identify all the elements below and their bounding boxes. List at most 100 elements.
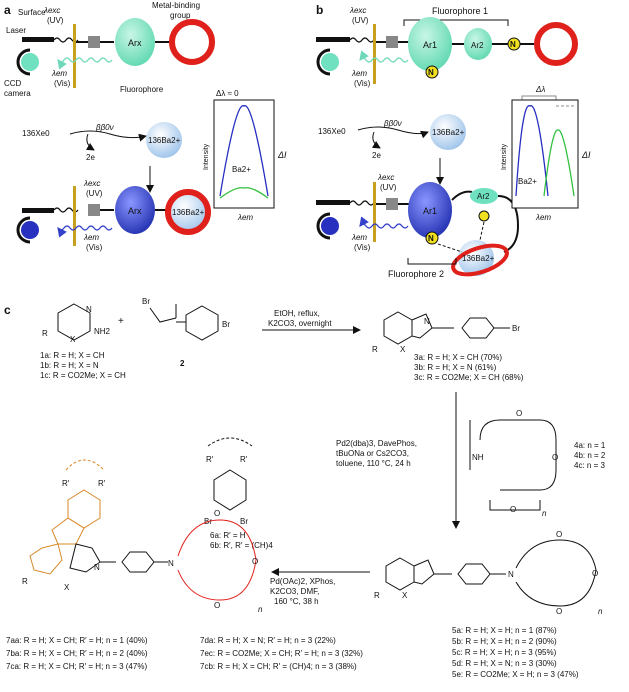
c5-n: N	[508, 570, 514, 579]
c5-n-sub: n	[598, 607, 603, 616]
p-7ec: 7ec: R = CO2Me; X = CH; R′ = H; n = 3 (3…	[200, 649, 363, 658]
uv-label: (UV)	[47, 16, 64, 25]
bound-ba-label: 136Ba2+	[172, 208, 205, 217]
c7-n1: N	[94, 563, 100, 572]
fluorophore-blue	[115, 186, 155, 234]
ar2-label-bottom: Ar2	[477, 192, 490, 201]
two-e-label: 2e	[86, 153, 95, 162]
c4-n: n	[542, 509, 547, 518]
surface-bar	[73, 24, 76, 88]
b-lambda-em: λem	[351, 69, 367, 78]
spectrum-a-delta-i: ΔI	[277, 150, 287, 160]
c7-n-sub: n	[258, 605, 263, 614]
ccd-bracket	[16, 48, 31, 76]
arx-label-top: Arx	[128, 38, 142, 48]
p-7cb: 7cb: R = H; X = CH; R′ = (CH)4; n = 3 (3…	[200, 662, 357, 671]
sm-1c: 1c: R = CO2Me; X = CH	[40, 371, 126, 380]
cond1-line2: K2CO3, overnight	[268, 319, 332, 328]
c4-o3: O	[510, 505, 516, 514]
p-3b: 3b: R = H; X = N (61%)	[414, 363, 497, 372]
c5-x: X	[402, 591, 408, 600]
c3-x: X	[400, 345, 406, 354]
decay-label: ββ0ν	[95, 123, 114, 132]
c6-rp1: R′	[206, 455, 214, 464]
vis-label: (Vis)	[54, 79, 71, 88]
spectrum-a-ba: Ba2+	[232, 165, 251, 174]
spectrum-b-green	[543, 129, 575, 197]
spectrum-b-lambda: λem	[535, 213, 551, 222]
p-5e: 5e: R = CO2Me; X = H; n = 3 (47%)	[452, 670, 579, 679]
ar1-teal	[408, 17, 452, 71]
cond3-line3: 160 °C, 38 h	[274, 597, 319, 606]
fluorophore-teal	[115, 18, 155, 66]
spectrum-b-delta-i: ΔI	[581, 150, 591, 160]
spectrum-a-blue	[219, 105, 269, 197]
c7-rp1: R′	[62, 479, 70, 488]
vis-label-2: (Vis)	[86, 243, 103, 252]
b-two-e: 2e	[372, 151, 381, 160]
b-lambda-exc-2: λexc	[377, 173, 394, 182]
p-3a: 3a: R = H; X = CH (70%)	[414, 353, 502, 362]
c1-nh2: NH2	[94, 327, 111, 336]
p-5d: 5d: R = H; X = N; n = 3 (30%)	[452, 659, 557, 668]
c3-n1: N	[424, 317, 430, 326]
metal-binding-label-2: group	[170, 11, 191, 20]
sm-6a: 6a: R′ = H	[210, 531, 246, 540]
anchor-block	[88, 36, 100, 48]
panel-c-label: c	[4, 303, 11, 317]
p-5a: 5a: R = H; X = H; n = 1 (87%)	[452, 626, 557, 635]
c7-n2: N	[168, 559, 174, 568]
reagent-2-label: 2	[180, 359, 185, 368]
b-bound-ba: 136Ba2+	[462, 254, 495, 263]
ccd-label-2: camera	[4, 89, 31, 98]
p-7ca: 7ca: R = H; X = CH; R′ = H; n = 3 (47%)	[6, 662, 147, 671]
p-7ba: 7ba: R = H; X = CH; R′ = H; n = 2 (40%)	[6, 649, 148, 658]
b-ba-label: 136Ba2+	[432, 128, 465, 137]
c5-o3: O	[556, 607, 562, 616]
metal-binding-ring	[169, 19, 215, 65]
spectrum-a-green	[219, 187, 269, 199]
n-label-3: N	[428, 234, 434, 243]
lambda-exc-label-2: λexc	[83, 179, 100, 188]
p-7da: 7da: R = H; X = N; R′ = H; n = 3 (22%)	[200, 636, 336, 645]
c5-o2: O	[592, 569, 598, 578]
panel-b: b Fluorophore 1 λexc (UV) Ar1 N Ar2 N λe…	[316, 3, 591, 279]
b-decay-label: ββ0ν	[383, 119, 402, 128]
spectrum-b-blue	[515, 105, 549, 197]
p-3c: 3c: R = CO2Me; X = CH (68%)	[414, 373, 524, 382]
b-xe-label: 136Xe0	[318, 127, 346, 136]
c6-rp2: R′	[240, 455, 248, 464]
c7-o2: O	[252, 557, 258, 566]
c5-r: R	[374, 591, 380, 600]
ar1-label-bottom: Ar1	[423, 206, 437, 216]
c3-br: Br	[512, 324, 520, 333]
ar2-label-top: Ar2	[471, 41, 484, 50]
crown-4c: 4c: n = 3	[574, 461, 605, 470]
p-7aa: 7aa: R = H; X = CH; R′ = H; n = 1 (40%)	[6, 636, 148, 645]
emission-wave	[57, 57, 113, 70]
b-uv: (UV)	[352, 16, 369, 25]
b-lambda-exc: λexc	[349, 6, 366, 15]
ba-label: 136Ba2+	[148, 136, 181, 145]
lambda-exc-label: λexc	[43, 6, 60, 15]
c1-x: X	[70, 335, 76, 344]
c7-r: R	[22, 577, 28, 586]
fluorophore-2-label: Fluorophore 2	[388, 269, 444, 279]
laser-label: Laser	[6, 26, 26, 35]
bound-ba-ring	[165, 189, 211, 235]
lambda-em-label-2: λem	[83, 233, 99, 242]
n-label-1: N	[428, 68, 434, 77]
crown-4b: 4b: n = 2	[574, 451, 606, 460]
c2-br1: Br	[142, 297, 150, 306]
c1-r: R	[42, 329, 48, 338]
uv-label-2: (UV)	[86, 189, 103, 198]
delta-lambda-b: Δλ	[535, 85, 545, 94]
b-lambda-em-2: λem	[351, 233, 367, 242]
spectrum-a-lambda: λem	[237, 213, 253, 222]
cond3-line1: Pd(OAc)2, XPhos,	[270, 577, 335, 586]
panel-a: a Surface Laser λexc (UV) Metal-binding …	[4, 1, 287, 252]
c3-r: R	[372, 345, 378, 354]
cond2-line1: Pd2(dba)3, DavePhos,	[336, 439, 417, 448]
c7-o3: O	[214, 601, 220, 610]
